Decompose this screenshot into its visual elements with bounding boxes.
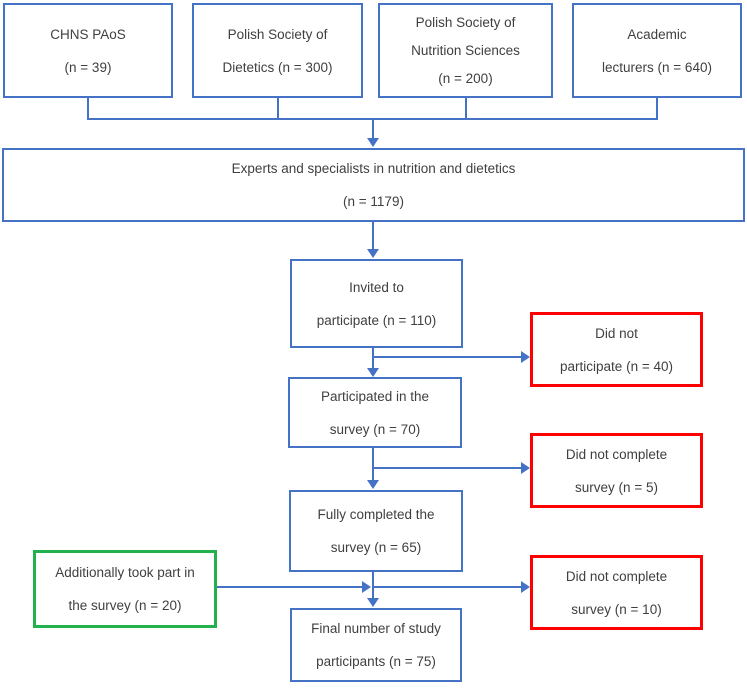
node-label-line: participate (n = 110)	[316, 312, 437, 328]
node-label-line: Participated in the	[320, 388, 430, 404]
connector-fully-final	[372, 572, 374, 599]
node-label-line: (n = 1179)	[343, 194, 404, 209]
connector-branch-did-not-participate	[373, 356, 522, 358]
node-final-participants: Final number of study participants (n = …	[290, 608, 462, 682]
node-experts-pool: Experts and specialists in nutrition and…	[2, 148, 745, 222]
node-did-not-participate: Did not participate (n = 40)	[530, 312, 703, 387]
node-label-line: survey (n = 65)	[330, 540, 422, 555]
node-label-line: (n = 200)	[438, 70, 493, 86]
node-did-not-complete-10: Did not complete survey (n = 10)	[530, 555, 703, 630]
arrowhead-into-final	[367, 598, 379, 607]
connector-additional-join	[217, 586, 363, 588]
node-label-line: survey (n = 70)	[329, 421, 421, 437]
arrowhead-into-participated	[367, 368, 379, 377]
node-label-line: Polish Society of	[415, 14, 516, 30]
connector-branch-did-not-complete-10	[373, 586, 522, 588]
arrowhead-into-did-not-complete-5	[521, 462, 530, 474]
node-label-line: Academic	[627, 26, 687, 42]
connector-stub-dietetics	[277, 98, 279, 119]
connector-bus-to-experts	[372, 119, 374, 139]
arrowhead-into-did-not-participate	[521, 351, 530, 363]
node-label-line: Did not	[595, 325, 638, 341]
node-label-line: Polish Society of	[227, 26, 328, 42]
connector-invited-participated	[372, 347, 374, 369]
node-polish-society-nutrition-sciences: Polish Society of Nutrition Sciences (n …	[378, 3, 553, 98]
node-chns-paos: CHNS PAoS (n = 39)	[3, 3, 173, 98]
arrowhead-into-did-not-complete-10	[521, 581, 530, 593]
node-label-line: survey (n = 5)	[575, 479, 658, 495]
node-label-line: CHNS PAoS	[50, 26, 126, 42]
node-polish-society-dietetics: Polish Society of Dietetics (n = 300)	[192, 3, 363, 98]
node-participated: Participated in the survey (n = 70)	[288, 377, 462, 448]
node-label-line: Final number of study	[311, 621, 441, 636]
node-label-line: Additionally took part in	[55, 565, 195, 580]
connector-stub-nutrition	[465, 98, 467, 119]
connector-participated-fully	[372, 448, 374, 481]
connector-stub-lecturers	[656, 98, 658, 119]
node-label-line: Experts and specialists in nutrition and…	[231, 161, 516, 176]
node-label-line: Fully completed the	[317, 507, 435, 522]
node-label-line: Dietetics (n = 300)	[222, 59, 333, 75]
node-academic-lecturers: Academic lecturers (n = 640)	[572, 3, 742, 98]
node-label-line: Nutrition Sciences	[411, 42, 520, 58]
node-label-line: Invited to	[349, 279, 404, 295]
node-did-not-complete-5: Did not complete survey (n = 5)	[530, 433, 703, 508]
node-label-line: lecturers (n = 640)	[602, 59, 712, 75]
node-additionally-took-part: Additionally took part in the survey (n …	[33, 550, 217, 628]
node-label-line: Did not complete	[565, 568, 668, 584]
node-label-line: the survey (n = 20)	[68, 598, 182, 613]
connector-stub-chns	[87, 98, 89, 119]
node-label-line: survey (n = 10)	[571, 601, 662, 617]
arrowhead-into-fully	[367, 480, 379, 489]
arrowhead-into-experts	[367, 138, 379, 147]
connector-branch-did-not-complete-5	[373, 467, 522, 469]
node-label-line: (n = 39)	[64, 59, 112, 75]
node-label-line: Did not complete	[565, 446, 668, 462]
node-label-line: participate (n = 40)	[560, 358, 673, 374]
node-label-line: participants (n = 75)	[316, 654, 436, 669]
node-fully-completed: Fully completed the survey (n = 65)	[289, 490, 463, 572]
arrowhead-additional-join	[362, 581, 371, 593]
node-invited: Invited to participate (n = 110)	[290, 259, 463, 348]
connector-experts-invited	[372, 222, 374, 250]
arrowhead-into-invited	[367, 249, 379, 258]
